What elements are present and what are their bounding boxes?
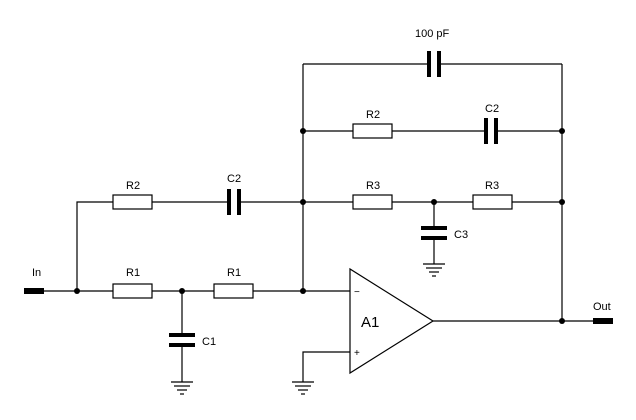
output-label: Out [593, 301, 611, 313]
ground-symbol-c3 [423, 263, 445, 277]
resistor-r2-feedback [352, 123, 393, 139]
input-terminal [24, 288, 44, 294]
output-terminal [593, 318, 613, 324]
opamp-inverting-pin: − [354, 287, 360, 298]
c-feedback-label: 100 pF [415, 28, 450, 40]
resistor-r3-b [472, 194, 513, 210]
resistor-r1-b [213, 283, 254, 299]
junction-output-top [559, 128, 565, 134]
opamp-a1 [349, 267, 435, 375]
c2-input-label: C2 [227, 173, 241, 185]
r2-input-label: R2 [126, 180, 140, 192]
opamp-noninverting-pin: + [354, 348, 360, 359]
junction-output-mid [559, 199, 565, 205]
opamp-label: A1 [361, 314, 379, 331]
r1-b-label: R1 [227, 267, 241, 279]
r1-a-label: R1 [126, 267, 140, 279]
r3-b-label: R3 [485, 180, 499, 192]
wire-input-branch-top [76, 201, 113, 291]
ground-symbol-c1 [171, 381, 193, 395]
ground-symbol-opamp [292, 381, 314, 395]
c2-feedback-label: C2 [485, 103, 499, 115]
input-label: In [32, 267, 41, 279]
resistor-r1-a [112, 283, 153, 299]
resistor-r3-a [352, 194, 393, 210]
c1-label: C1 [202, 336, 216, 348]
c3-label: C3 [454, 229, 468, 241]
r2-feedback-label: R2 [366, 109, 380, 121]
wire-noninverting-to-ground [302, 351, 350, 382]
resistor-r2-input [112, 194, 153, 210]
r3-a-label: R3 [366, 180, 380, 192]
